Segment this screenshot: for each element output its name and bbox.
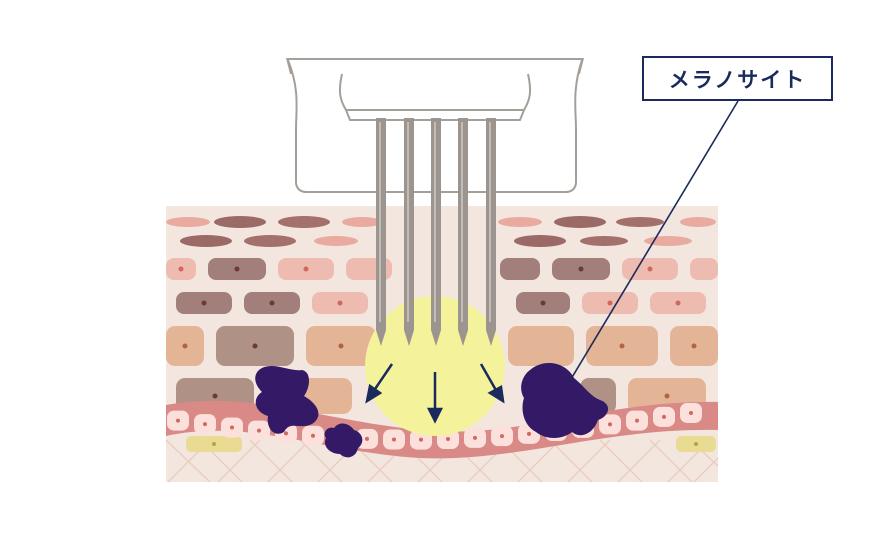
dermis-yellow-cells	[186, 436, 716, 452]
dermis-layer	[165, 439, 719, 483]
melanocyte-label-text: メラノサイト	[668, 67, 807, 92]
cell-row-2	[176, 292, 706, 314]
basal-cell-nucleus	[608, 422, 612, 427]
basal-cell-nucleus	[473, 435, 477, 440]
basal-cell-nucleus	[635, 418, 639, 423]
cell-row-3	[166, 326, 718, 366]
basal-cell-nucleus	[392, 437, 396, 442]
basal-cell-nucleus	[365, 436, 369, 441]
energy-arrow-right	[479, 363, 499, 393]
label-leader-line	[567, 100, 739, 385]
basal-cell-nucleus	[230, 425, 234, 430]
energy-arrows	[365, 363, 505, 424]
basal-cell-nucleus	[284, 431, 288, 436]
melanocyte-label: メラノサイト	[642, 56, 833, 101]
basal-cell-nucleus	[689, 410, 693, 415]
basal-cell-nucleus	[662, 414, 666, 419]
basal-cell-nucleus	[446, 437, 450, 442]
melanocyte-cell	[324, 423, 363, 458]
melanocyte-cell	[521, 363, 609, 438]
basal-cell-nucleus	[500, 434, 504, 439]
microneedle-device	[286, 58, 584, 193]
basal-cell-nucleus	[419, 437, 423, 442]
treatment-zone	[365, 296, 505, 436]
cell-row-1	[166, 258, 718, 280]
basal-cell-nucleus	[257, 428, 261, 433]
energy-arrow-left	[371, 363, 394, 393]
basal-cell-nucleus	[311, 433, 315, 438]
melanocyte-cell	[255, 366, 319, 434]
basal-cell-nucleus	[527, 431, 531, 436]
needles	[376, 118, 496, 346]
basal-cell-nucleus	[176, 418, 180, 423]
stratum-corneum-layer	[166, 216, 716, 247]
basal-cell-nucleus	[203, 422, 207, 427]
